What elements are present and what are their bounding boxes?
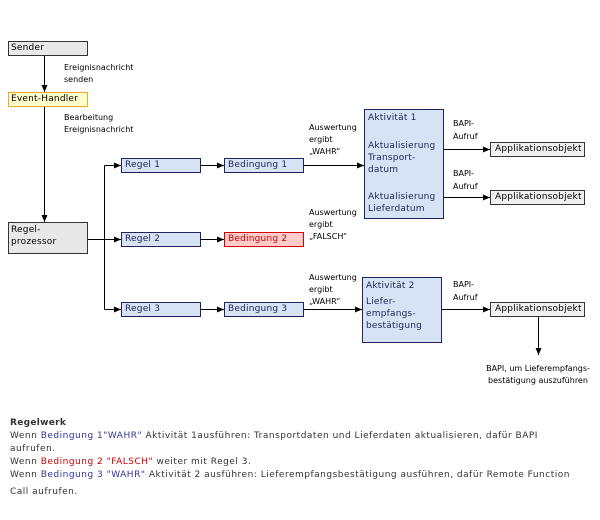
label-bapi-2-line-1: BAPI- (453, 169, 475, 178)
rule-1-line-1: Wenn Bedingung 1"WAHR" Aktivität 1ausfüh… (10, 430, 595, 443)
rule-2-prefix: Wenn (10, 457, 41, 467)
label-send-line-2: senden (64, 75, 94, 84)
regelprozessor-label-line-1: Regel- (11, 225, 41, 235)
label-auswertung-3-line-3: „WAHR“ (309, 297, 341, 306)
rule-1-prefix: Wenn (10, 431, 41, 441)
applikationsobjekt-3-box: Applikationsobjekt (490, 302, 585, 317)
event-handler-box: Event-Handler (8, 92, 88, 107)
label-auswertung-2-line-1: Auswertung (309, 208, 357, 217)
label-auswertung-1-line-2: ergibt (309, 135, 333, 144)
regelwerk-title: Regelwerk (10, 418, 67, 428)
aktivitaet-2-task-line-1: Liefer- (366, 297, 396, 307)
aktivitaet-1-task-1-line-1: Aktualisierung (368, 141, 436, 151)
aktivitaet-1-task-transportdatum: Aktualisierung Transport- datum (368, 140, 443, 176)
aktivitaet-2-box: Aktivität 2 Liefer- empfangs- bestätigun… (362, 277, 442, 343)
aktivitaet-2-task-lieferempfangsbestaetigung: Liefer- empfangs- bestätigung (366, 296, 441, 332)
applikationsobjekt-1-box: Applikationsobjekt (490, 142, 585, 157)
label-bearbeitung-line-1: Bearbeitung (64, 113, 114, 122)
rule-3-action: Aktivität 2 ausführen: Lieferempfangsbes… (145, 470, 570, 480)
label-send-line-1: Ereignisnachricht (64, 63, 134, 72)
label-bapi-2-line-2: Aufruf (453, 182, 478, 191)
rule-3-prefix: Wenn (10, 470, 41, 480)
label-bapi-1-line-2: Aufruf (453, 132, 478, 141)
rule-1-line-2: aufrufen. (10, 444, 56, 454)
label-bapi-aufruf-3: BAPI- Aufruf (453, 278, 478, 304)
label-auswertung-3-line-1: Auswertung (309, 273, 357, 282)
sender-box: Sender (8, 41, 88, 56)
aktivitaet-1-task-1-line-3: datum (368, 165, 399, 175)
rule-2-line-1: Wenn Bedingung 2 "FALSCH" weiter mit Reg… (10, 456, 595, 469)
label-bapi-3-line-2: Aufruf (453, 293, 478, 302)
label-bapi-3-line-1: BAPI- (453, 280, 475, 289)
regel-1-box: Regel 1 (121, 158, 201, 173)
aktivitaet-1-task-lieferdatum: Aktualisierung Lieferdatum (368, 191, 443, 215)
rule-3-condition: Bedingung 3 "WAHR" (40, 470, 146, 480)
label-auswertung-1: Auswertung ergibt „WAHR“ (309, 122, 357, 158)
rule-3-line-2: Call aufrufen. (10, 487, 78, 497)
rule-1-condition: Bedingung 1"WAHR" (40, 431, 143, 441)
label-auswertung-1-line-1: Auswertung (309, 123, 357, 132)
label-bapi-1-line-1: BAPI- (453, 119, 475, 128)
label-auswertung-2: Auswertung ergibt „FALSCH“ (309, 207, 357, 243)
rule-3-line-1: Wenn Bedingung 3 "WAHR" Aktivität 2 ausf… (10, 469, 595, 482)
aktivitaet-1-task-2-line-2: Lieferdatum (368, 204, 425, 214)
bedingung-3-box: Bedingung 3 (224, 302, 304, 317)
label-auswertung-2-line-3: „FALSCH“ (309, 232, 348, 241)
regelprozessor-label-line-2: prozessor (11, 237, 57, 247)
label-bapi-lieferempfangsbestaetigung: BAPI, um Lieferempfangs- bestätigung aus… (478, 363, 598, 387)
bedingung-1-box: Bedingung 1 (224, 158, 304, 173)
aktivitaet-1-title: Aktivität 1 (368, 113, 417, 123)
rule-1-action: Aktivität 1ausführen: Transportdaten und… (142, 431, 538, 441)
aktivitaet-2-task-line-3: bestätigung (366, 321, 423, 331)
regelprozessor-box: Regel- prozessor (8, 222, 88, 254)
rule-2-condition: Bedingung 2 "FALSCH" (40, 457, 154, 467)
aktivitaet-1-box: Aktivität 1 Aktualisierung Transport- da… (364, 109, 444, 219)
regel-2-box: Regel 2 (121, 232, 201, 247)
applikationsobjekt-2-box: Applikationsobjekt (490, 190, 585, 205)
aktivitaet-2-title: Aktivität 2 (366, 281, 415, 291)
label-bearbeitung-line-2: Ereignisnachricht (64, 125, 134, 134)
label-auswertung-2-line-2: ergibt (309, 220, 333, 229)
regelwerk-legend: Regelwerk Wenn Bedingung 1"WAHR" Aktivit… (10, 417, 595, 499)
label-ereignisnachricht-senden: Ereignisnachricht senden (64, 62, 133, 86)
label-final-line-2: bestätigung auszuführen (488, 376, 588, 385)
label-bapi-aufruf-2: BAPI- Aufruf (453, 167, 478, 193)
aktivitaet-1-task-2-line-1: Aktualisierung (368, 192, 436, 202)
label-bearbeitung-ereignisnachricht: Bearbeitung Ereignisnachricht (64, 112, 133, 136)
label-auswertung-3-line-2: ergibt (309, 285, 333, 294)
regel-3-box: Regel 3 (121, 302, 201, 317)
aktivitaet-2-task-line-2: empfangs- (366, 309, 416, 319)
label-auswertung-3: Auswertung ergibt „WAHR“ (309, 272, 357, 308)
aktivitaet-1-task-1-line-2: Transport- (368, 153, 416, 163)
rule-2-action: weiter mit Regel 3. (153, 457, 252, 467)
bedingung-2-box: Bedingung 2 (224, 232, 304, 247)
label-bapi-aufruf-1: BAPI- Aufruf (453, 117, 478, 143)
label-final-line-1: BAPI, um Lieferempfangs- (486, 364, 590, 373)
label-auswertung-1-line-3: „WAHR“ (309, 147, 341, 156)
